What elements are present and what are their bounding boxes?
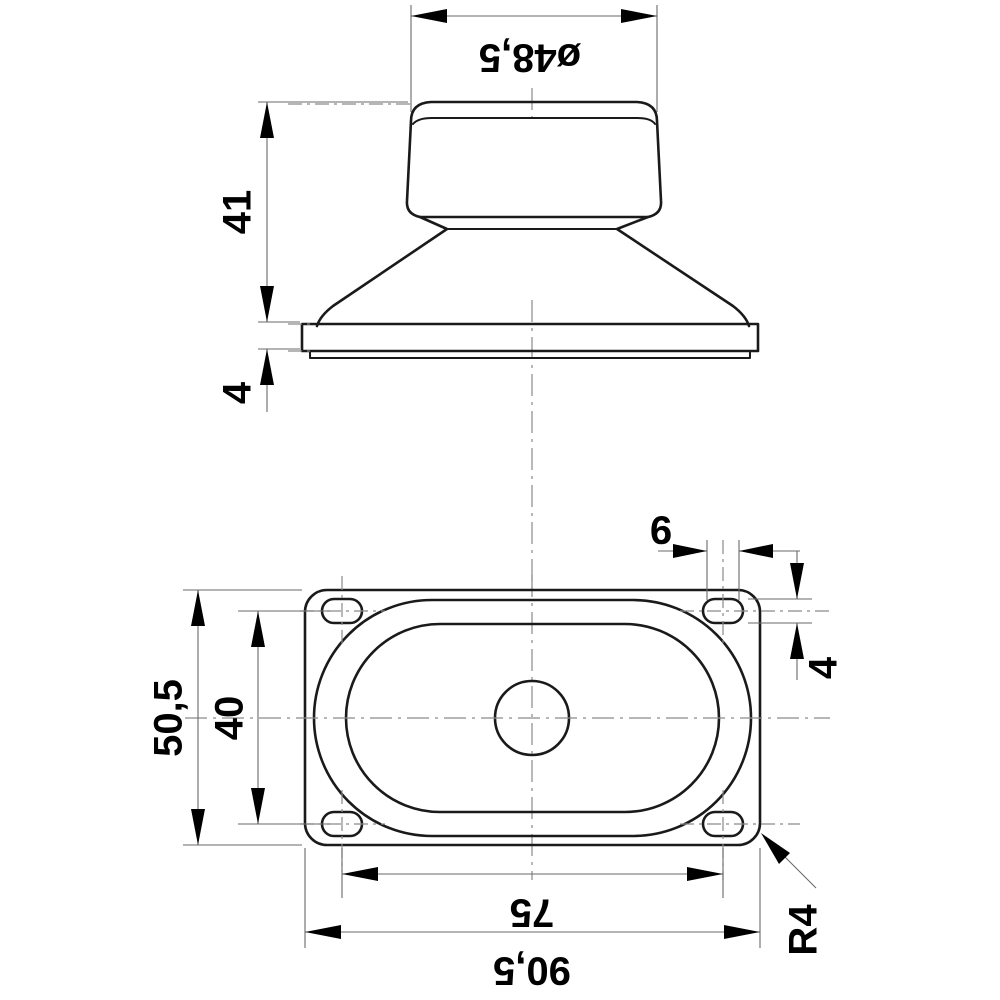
stadium-inner (344, 622, 721, 814)
dimension-flange-thickness: 4 (216, 348, 300, 412)
dim-label-plate-height-outer: 50,5 (147, 679, 191, 757)
dim-label-plate-height-holes: 40 (208, 696, 252, 741)
arrow-9-right (739, 544, 773, 558)
callout-corner-radius: R4 (761, 833, 826, 956)
arrow-40-top (251, 611, 265, 647)
arrow-h41-top (260, 102, 274, 138)
dim-label-plate-width-outer: 90,5 (493, 948, 571, 992)
dim-label-plate-width-holes: 75 (510, 890, 555, 934)
dimension-plate-height-outer: 50,5 (147, 589, 302, 846)
arrow-75-right (687, 867, 723, 881)
arrow-905-right (724, 925, 760, 939)
dim-label-slot-width: 4 (802, 656, 846, 679)
dimension-top-diameter: ø48,5 (410, 5, 658, 112)
stadium-outer (312, 598, 753, 838)
dim-label-slot-length: 9 (650, 507, 672, 551)
dim-label-top-diameter: ø48,5 (479, 35, 581, 79)
arrow-505-top (191, 590, 205, 626)
plan-view: 50,5 40 75 (147, 507, 846, 992)
dim-label-corner-radius: R4 (782, 904, 826, 956)
flange-underside-lip (309, 350, 751, 359)
cap-rim-line (412, 117, 656, 125)
arrow-r4 (761, 833, 790, 864)
arrow-slot4-top (790, 563, 804, 599)
cone-right-flare (615, 215, 751, 328)
dimension-plate-width-holes: 75 (341, 848, 724, 934)
flange-plate-body (300, 322, 760, 353)
arrow-slot4-bottom (790, 623, 804, 659)
dimension-plate-height-holes: 40 (208, 610, 330, 825)
dimension-slot-width: 4 (748, 551, 846, 680)
dim-label-flange-thickness: 4 (216, 381, 260, 404)
cap-outer-profile (405, 100, 663, 219)
arrow-40-bottom (251, 788, 265, 824)
side-elevation-view: ø48,5 41 4 (216, 5, 760, 412)
dim-label-body-height: 41 (216, 190, 260, 235)
arrow-t4-top (260, 349, 274, 385)
arrow-75-left (342, 867, 378, 881)
cone-left-flare (315, 215, 449, 328)
arrow-905-left (305, 925, 341, 939)
arrow-h41-bottom (260, 286, 274, 322)
arrow-diam-left (411, 9, 447, 23)
dimension-slot-length: 9 (650, 507, 800, 600)
dimension-plate-width-outer: 90,5 (304, 848, 761, 992)
dimension-body-height: 41 (216, 101, 408, 323)
arrow-diam-right (621, 9, 657, 23)
arrow-9-left (673, 544, 707, 558)
arrow-505-bottom (191, 809, 205, 845)
